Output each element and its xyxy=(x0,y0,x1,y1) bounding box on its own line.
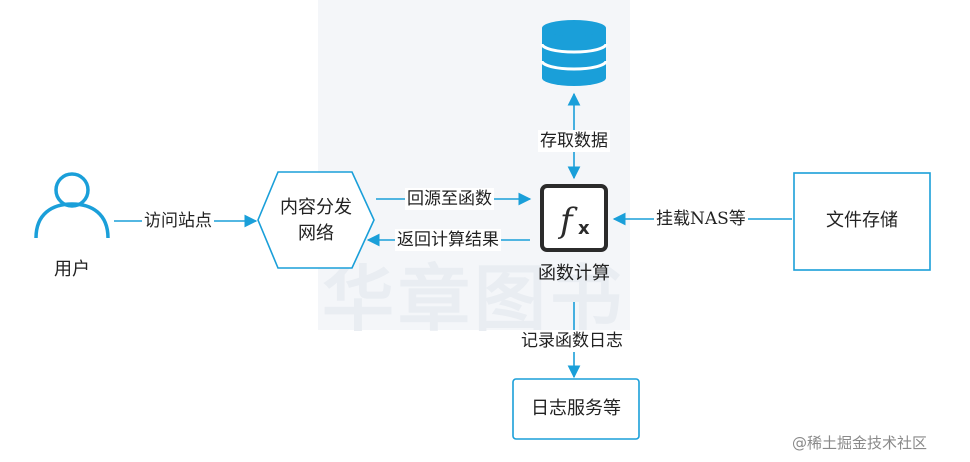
function-fx-icon: f x xyxy=(540,184,608,252)
file-storage-node xyxy=(793,172,931,271)
source-credit: @稀土掘金技术社区 xyxy=(792,434,928,452)
database-icon xyxy=(540,20,608,86)
edge-label-back-to-origin: 回源至函数 xyxy=(405,188,494,210)
edge-label-data-access: 存取数据 xyxy=(538,130,610,152)
svg-text:x: x xyxy=(578,218,590,239)
edge-label-log: 记录函数日志 xyxy=(519,330,625,352)
watermark-text: 华章图书 xyxy=(322,257,627,341)
function-label: 函数计算 xyxy=(538,263,610,284)
cdn-label-line1: 内容分发 xyxy=(280,197,352,218)
user-label: 用户 xyxy=(54,259,90,280)
log-service-label: 日志服务等 xyxy=(531,398,621,419)
edge-label-mount-nas: 挂载NAS等 xyxy=(654,208,748,230)
file-storage-label: 文件存储 xyxy=(826,210,898,231)
user-icon xyxy=(34,172,110,239)
edge-label-return-result: 返回计算结果 xyxy=(395,229,501,251)
edge-label-visit: 访问站点 xyxy=(142,210,214,232)
cdn-label-line2: 网络 xyxy=(298,223,334,244)
log-service-node xyxy=(512,378,640,440)
cdn-node xyxy=(257,171,375,269)
